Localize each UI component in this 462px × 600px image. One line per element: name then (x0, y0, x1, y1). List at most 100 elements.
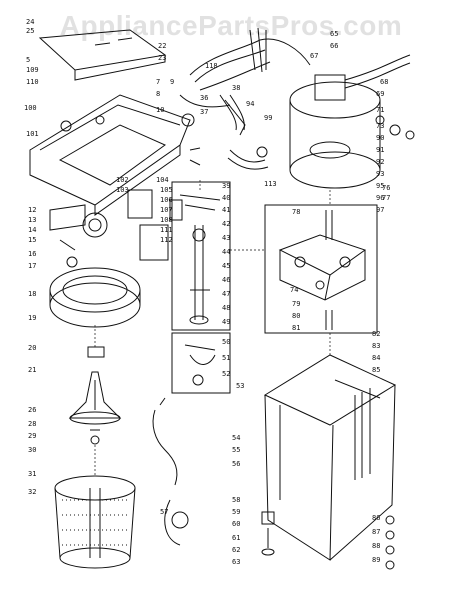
callout-number: 96 (376, 194, 384, 202)
callout-number: 36 (200, 94, 208, 102)
callout-number: 95 (376, 182, 384, 190)
callout-number: 102 (116, 176, 129, 184)
callout-number: 108 (160, 216, 173, 224)
callout-number: 43 (222, 234, 230, 242)
callout-number: 100 (24, 104, 37, 112)
callout-number: 118 (205, 62, 218, 70)
leveling-feet (261, 511, 395, 570)
callout-number: 92 (376, 158, 384, 166)
callout-number: 23 (158, 54, 166, 62)
callout-number: 18 (28, 290, 36, 298)
callout-number: 65 (330, 30, 338, 38)
callout-number: 21 (28, 366, 36, 374)
callout-number: 78 (292, 208, 300, 216)
callout-number: 30 (28, 446, 36, 454)
callout-number: 111 (160, 226, 173, 234)
callout-number: 93 (376, 170, 384, 178)
callout-number: 109 (26, 66, 39, 74)
callout-number: 13 (28, 216, 36, 224)
callout-number: 80 (292, 312, 300, 320)
callout-number: 7 (156, 78, 160, 86)
callout-number: 38 (232, 84, 240, 92)
callout-number: 63 (232, 558, 240, 566)
small-parts-box (171, 332, 231, 394)
callout-number: 101 (26, 130, 39, 138)
callout-number: 44 (222, 248, 230, 256)
callout-number: 15 (28, 236, 36, 244)
callout-number: 104 (156, 176, 169, 184)
callout-number: 99 (264, 114, 272, 122)
callout-number: 48 (222, 304, 230, 312)
callout-number: 57 (160, 508, 168, 516)
callout-number: 41 (222, 206, 230, 214)
callout-number: 90 (376, 134, 384, 142)
callout-number: 52 (222, 370, 230, 378)
callout-number: 69 (376, 90, 384, 98)
callout-number: 5 (26, 56, 30, 64)
callout-number: 59 (232, 508, 240, 516)
callout-number: 50 (222, 338, 230, 346)
callout-number: 62 (232, 546, 240, 554)
callout-number: 16 (28, 250, 36, 258)
callout-number: 25 (26, 27, 34, 35)
callout-number: 88 (372, 542, 380, 550)
callout-number: 31 (28, 470, 36, 478)
callout-number: 26 (28, 406, 36, 414)
callout-number: 110 (26, 78, 39, 86)
callout-number: 22 (158, 42, 166, 50)
leader-lines (94, 180, 331, 476)
hose-parts (189, 94, 269, 170)
wire-harness (179, 27, 311, 136)
callout-number: 46 (222, 276, 230, 284)
callout-number: 83 (372, 342, 380, 350)
callout-number: 9 (170, 78, 174, 86)
callout-number: 67 (310, 52, 318, 60)
callout-number: 29 (28, 432, 36, 440)
callout-number: 61 (232, 534, 240, 542)
callout-number: 77 (382, 194, 390, 202)
callout-number: 94 (246, 100, 254, 108)
callout-number: 49 (222, 318, 230, 326)
callout-number: 55 (232, 446, 240, 454)
callout-number: 37 (200, 108, 208, 116)
callout-number: 85 (372, 366, 380, 374)
callout-number: 66 (330, 42, 338, 50)
callout-number: 91 (376, 146, 384, 154)
transmission-mount-box (264, 204, 378, 334)
callout-number: 20 (28, 344, 36, 352)
callout-number: 17 (28, 262, 36, 270)
callout-number: 45 (222, 262, 230, 270)
callout-number: 105 (160, 186, 173, 194)
callout-number: 19 (28, 314, 36, 322)
callout-number: 81 (292, 324, 300, 332)
callout-number: 71 (376, 106, 384, 114)
drive-parts (49, 189, 183, 268)
center-rod-box (171, 181, 231, 331)
callout-number: 58 (232, 496, 240, 504)
callout-number: 47 (222, 290, 230, 298)
callout-number: 87 (372, 528, 380, 536)
callout-number: 97 (376, 206, 384, 214)
top-cover-assembly (29, 29, 191, 216)
callout-number: 10 (156, 106, 164, 114)
callout-number: 113 (264, 180, 277, 188)
power-cord (152, 397, 189, 546)
callout-number: 76 (382, 184, 390, 192)
outer-tub-top (289, 54, 415, 189)
callout-number: 42 (222, 220, 230, 228)
callout-number: 73 (376, 122, 384, 130)
callout-number: 60 (232, 520, 240, 528)
callout-number: 79 (292, 300, 300, 308)
callout-number: 89 (372, 556, 380, 564)
balance-ring (49, 267, 141, 328)
callout-number: 14 (28, 226, 36, 234)
callout-number: 56 (232, 460, 240, 468)
callout-number: 86 (372, 514, 380, 522)
callout-number: 103 (116, 186, 129, 194)
inner-basket (54, 475, 136, 569)
callout-number: 53 (236, 382, 244, 390)
callout-number: 107 (160, 206, 173, 214)
callout-number: 51 (222, 354, 230, 362)
callout-number: 12 (28, 206, 36, 214)
